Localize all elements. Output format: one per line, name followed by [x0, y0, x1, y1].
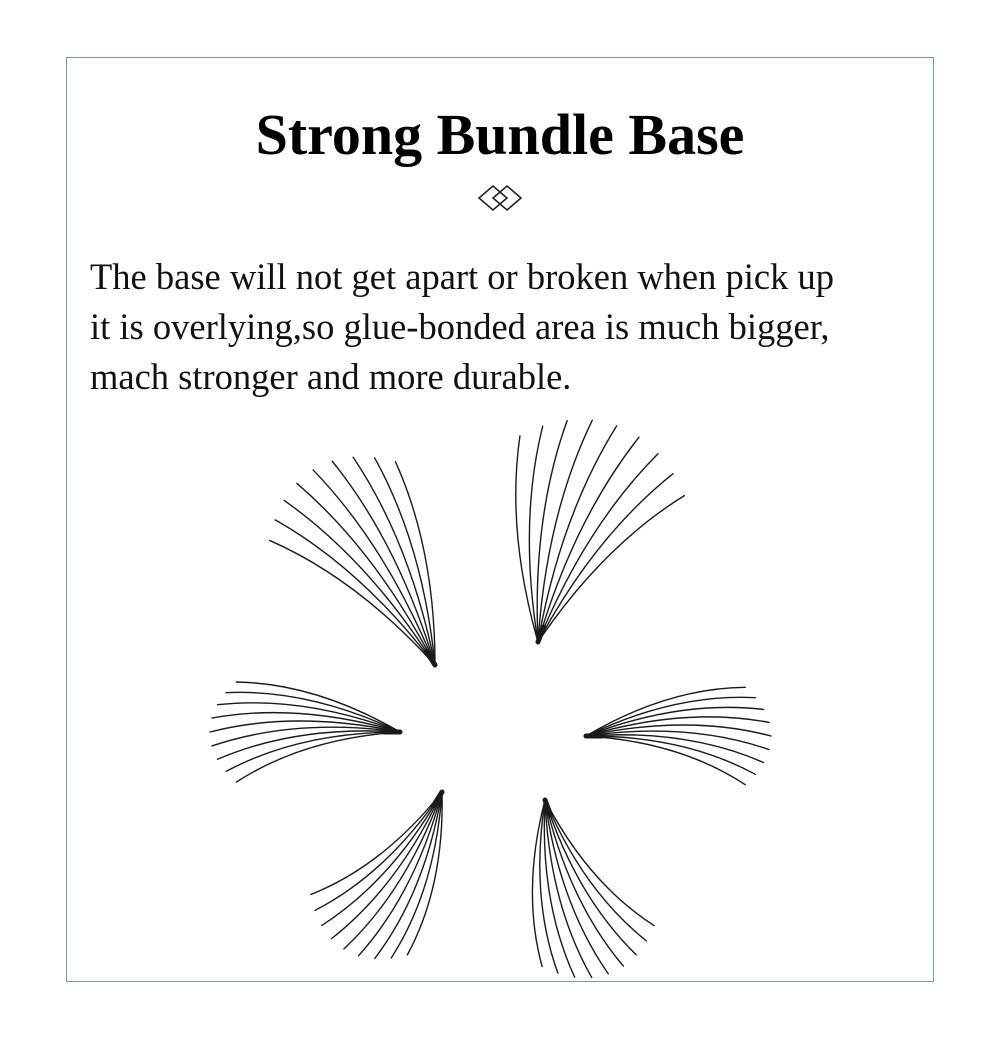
description-line: it is overlying,so glue-bonded area is m… — [90, 306, 830, 347]
lash-bundle — [268, 456, 438, 668]
lash-strand — [330, 791, 443, 940]
lash-strand — [585, 706, 765, 737]
lash-strand — [585, 724, 772, 737]
lash-strand — [374, 791, 443, 960]
lash-strand — [296, 482, 436, 666]
lash-bundles — [209, 419, 772, 979]
lash-bundle — [515, 419, 686, 645]
lash-strand — [314, 791, 443, 912]
lash-strand — [585, 735, 746, 786]
lash-bundle — [583, 686, 772, 786]
lash-strand — [352, 456, 436, 666]
lash-strand — [357, 791, 443, 957]
lash-strand — [537, 436, 640, 643]
lash-strand — [225, 731, 401, 773]
lash-bundle — [531, 797, 655, 979]
lash-strand — [537, 419, 593, 643]
lash-strand — [321, 791, 443, 927]
lash-strand — [585, 730, 770, 751]
lash-strand — [585, 735, 756, 776]
lash-strand — [283, 499, 436, 666]
lash-strand — [544, 799, 637, 956]
lash-strand — [537, 453, 659, 643]
lash-fan-bundles-image — [209, 419, 772, 979]
lash-strand — [539, 799, 559, 974]
lash-strand — [343, 791, 443, 950]
description-line: mach stronger and more durable. — [90, 356, 572, 397]
lash-strand — [537, 494, 686, 643]
lash-strand — [544, 799, 609, 975]
lash-strand — [544, 799, 593, 979]
lash-bundle — [310, 789, 445, 960]
description-line: The base will not get apart or broken wh… — [90, 256, 834, 297]
lash-strand — [216, 730, 401, 760]
lash-strand — [531, 799, 546, 968]
lash-strand — [544, 799, 625, 967]
double-diamond-icon — [477, 184, 523, 212]
lash-strand — [515, 435, 539, 643]
lash-strand — [406, 791, 443, 956]
lash-strand — [209, 720, 401, 733]
lash-strand — [390, 791, 443, 959]
lash-strand — [211, 726, 401, 747]
lash-strand — [268, 539, 436, 666]
lash-strand — [331, 460, 436, 666]
lash-bundle — [209, 681, 403, 783]
lash-strand — [528, 425, 544, 643]
lash-strand — [585, 686, 746, 737]
lash-strand — [543, 799, 576, 978]
lash-strand — [585, 696, 756, 737]
lash-strand — [537, 472, 674, 643]
lash-strand — [312, 469, 436, 666]
page-title: Strong Bundle Base — [255, 102, 745, 167]
lash-strand — [373, 457, 436, 666]
lash-strand — [216, 702, 401, 733]
lash-strand — [585, 734, 765, 764]
lash-strand — [394, 461, 436, 666]
lash-strand — [274, 519, 436, 666]
lash-strand — [211, 711, 401, 733]
lash-strand — [235, 731, 401, 783]
lash-strand — [235, 681, 401, 733]
lash-strand — [537, 425, 618, 643]
lash-strand — [536, 419, 568, 643]
lash-strand — [225, 691, 401, 733]
description: The base will not get apart or broken wh… — [90, 252, 930, 402]
lash-strand — [544, 799, 655, 927]
lash-strand — [310, 791, 443, 896]
lash-strand — [544, 799, 648, 942]
lash-strand — [585, 716, 770, 737]
content-frame — [66, 57, 934, 982]
